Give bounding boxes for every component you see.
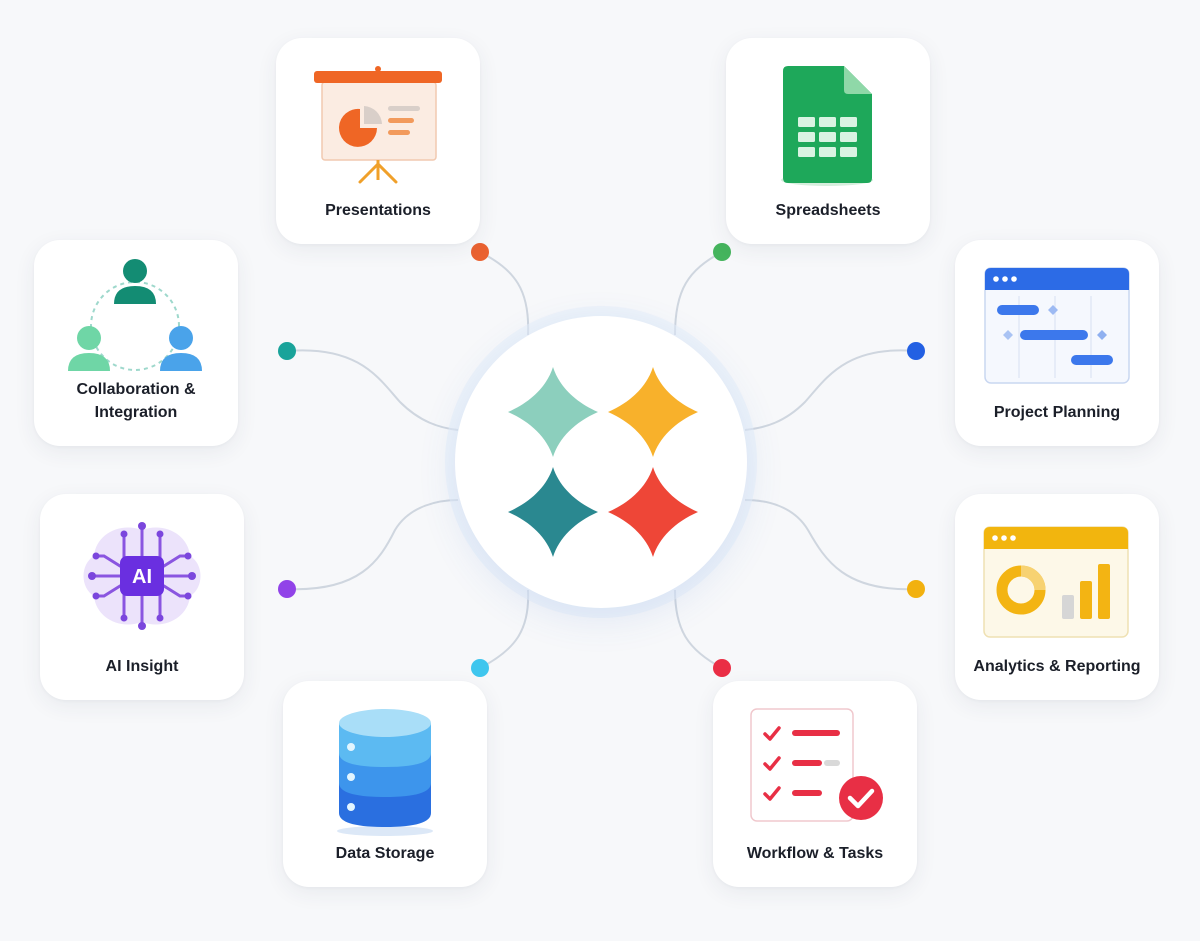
feature-card-collaboration[interactable]: Collaboration & Integration (34, 240, 238, 446)
feature-card-analytics[interactable]: Analytics & Reporting (955, 494, 1159, 700)
connector-dot-analytics (907, 580, 925, 598)
presentation-board-icon (314, 66, 442, 184)
connector-dot-ai-insight (278, 580, 296, 598)
connector-spreadsheets (674, 251, 723, 336)
connector-ai-insight (286, 499, 459, 591)
feature-label-collaboration-line1: Collaboration & (76, 381, 196, 398)
task-checklist-icon (750, 708, 883, 822)
spreadsheet-icon (781, 66, 873, 186)
connector-dot-workflow (713, 659, 731, 677)
feature-label-analytics: Analytics & Reporting (973, 658, 1141, 675)
four-color-star-logo (508, 367, 698, 557)
connector-dot-collaboration (278, 342, 296, 360)
connector-workflow (674, 589, 723, 669)
feature-label-workflow: Workflow & Tasks (746, 845, 884, 862)
feature-label-collaboration-line2: Integration (94, 404, 178, 421)
connector-dot-spreadsheets (713, 243, 731, 261)
connector-presentations (479, 251, 530, 336)
logo-petal-red (608, 467, 698, 557)
feature-label-project-planning: Project Planning (993, 404, 1121, 421)
team-collaboration-icon (68, 259, 202, 371)
feature-card-presentations[interactable]: Presentations (276, 38, 480, 244)
gantt-chart-icon (984, 267, 1130, 384)
feature-card-spreadsheets[interactable]: Spreadsheets (726, 38, 930, 244)
feature-card-ai-insight[interactable]: AI AI Insight (40, 494, 244, 700)
feature-label-spreadsheets: Spreadsheets (775, 202, 881, 219)
feature-card-project-planning[interactable]: Project Planning (955, 240, 1159, 446)
feature-card-workflow[interactable]: Workflow & Tasks (713, 681, 917, 887)
feature-card-data-storage[interactable]: Data Storage (283, 681, 487, 887)
logo-petal-amber (608, 367, 698, 457)
connector-dot-presentations (471, 243, 489, 261)
feature-label-collaboration: Collaboration & Integration (42, 378, 230, 424)
connector-collaboration (286, 349, 459, 431)
logo-petal-mint (508, 367, 598, 457)
connector-project-planning (744, 349, 917, 431)
connector-analytics (744, 499, 917, 591)
database-icon (337, 709, 433, 836)
feature-label-presentations: Presentations (325, 202, 431, 219)
feature-label-data-storage: Data Storage (335, 845, 435, 862)
logo-petal-teal (508, 467, 598, 557)
connector-dot-data-storage (471, 659, 489, 677)
central-hub (455, 316, 747, 608)
ai-chip-text: AI (132, 566, 152, 588)
connector-dot-project-planning (907, 342, 925, 360)
ai-brain-icon: AI (83, 522, 201, 630)
feature-label-ai-insight: AI Insight (105, 658, 179, 675)
analytics-dashboard-icon (983, 526, 1129, 638)
connector-data-storage (479, 589, 530, 669)
